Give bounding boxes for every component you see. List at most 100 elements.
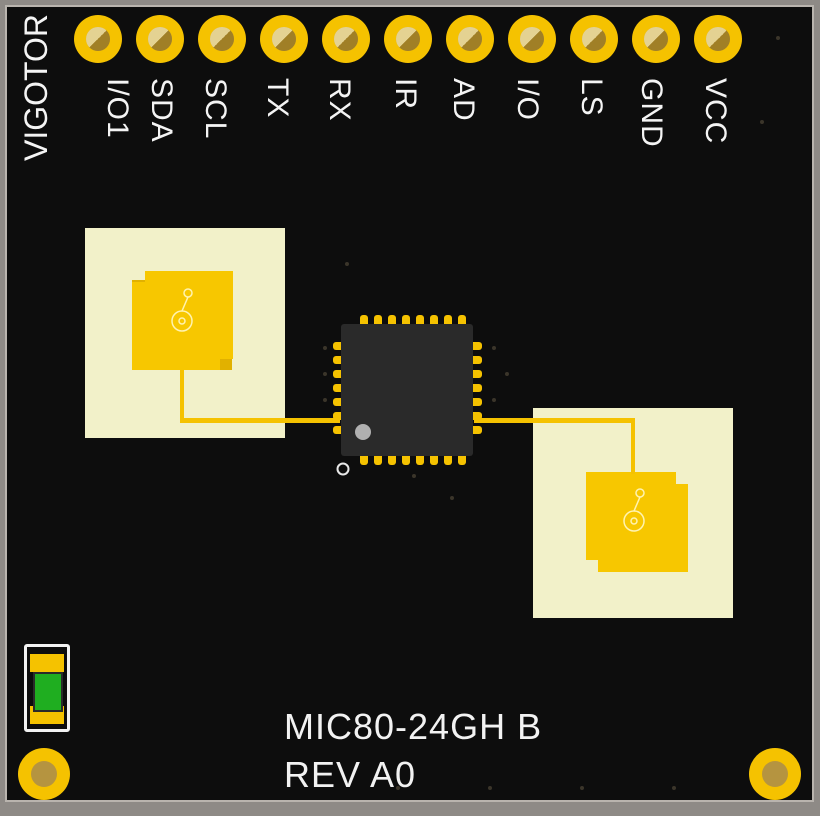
chip-pad bbox=[470, 370, 482, 378]
via bbox=[492, 398, 496, 402]
logo-text: VIGOTOR bbox=[18, 14, 54, 161]
via bbox=[505, 372, 509, 376]
chip-pad bbox=[416, 453, 424, 465]
pin-label: IR bbox=[389, 78, 422, 110]
via bbox=[450, 496, 454, 500]
pin-hole-icon bbox=[520, 27, 544, 51]
revision-label: REV A0 bbox=[284, 754, 417, 795]
via bbox=[323, 372, 327, 376]
header-pin-gnd bbox=[632, 15, 680, 63]
via bbox=[412, 474, 416, 478]
pin-hole-icon bbox=[644, 27, 668, 51]
pin-label: SDA bbox=[145, 78, 178, 143]
pin-hole-icon bbox=[706, 27, 730, 51]
pin-label: I/O1 bbox=[101, 78, 134, 139]
rf-trace bbox=[180, 418, 340, 423]
chip-pad bbox=[458, 453, 466, 465]
pin-label: SCL bbox=[199, 78, 232, 140]
chip-pad bbox=[333, 384, 345, 392]
via bbox=[488, 786, 492, 790]
via bbox=[396, 786, 400, 790]
via bbox=[776, 36, 780, 40]
pin-label: VCC bbox=[699, 78, 732, 145]
antenna-patch-left-front bbox=[132, 282, 220, 370]
chip-pad bbox=[470, 426, 482, 434]
chip-pad bbox=[470, 412, 482, 420]
led-outline bbox=[24, 644, 70, 732]
rf-trace bbox=[474, 418, 634, 423]
via bbox=[323, 398, 327, 402]
rf-trace bbox=[631, 418, 635, 474]
via bbox=[345, 262, 349, 266]
chip-pad bbox=[444, 315, 452, 327]
pin-label: LS bbox=[575, 78, 608, 117]
feed-point-icon bbox=[623, 488, 645, 532]
pin-label: AD bbox=[447, 78, 480, 122]
pin-hole-icon bbox=[582, 27, 606, 51]
led-pad bbox=[30, 654, 64, 672]
header-pin-tx bbox=[260, 15, 308, 63]
chip-pad bbox=[470, 384, 482, 392]
pin-label: TX bbox=[261, 78, 294, 119]
mounting-hole-right bbox=[749, 748, 801, 800]
chip-pad bbox=[333, 356, 345, 364]
mounting-hole-left bbox=[18, 748, 70, 800]
pin-hole-icon bbox=[396, 27, 420, 51]
header-pin-scl bbox=[198, 15, 246, 63]
chip-pad bbox=[444, 453, 452, 465]
chip-pad bbox=[416, 315, 424, 327]
pin-hole-icon bbox=[458, 27, 482, 51]
pin-label: GND bbox=[635, 78, 668, 148]
chip-pad bbox=[402, 453, 410, 465]
antenna-patch-right-front bbox=[586, 472, 676, 560]
status-led bbox=[33, 672, 63, 712]
chip-pad bbox=[360, 453, 368, 465]
chip-pad bbox=[333, 342, 345, 350]
brand-logo: VIGOTOR bbox=[18, 14, 54, 264]
via bbox=[580, 786, 584, 790]
chip-pad bbox=[333, 370, 345, 378]
chip-pad bbox=[333, 426, 345, 434]
pin-label: I/O bbox=[511, 78, 544, 122]
pin-hole-icon bbox=[148, 27, 172, 51]
chip-pad bbox=[374, 315, 382, 327]
hole-icon bbox=[762, 761, 788, 787]
chip-pad bbox=[374, 453, 382, 465]
header-pin-rx bbox=[322, 15, 370, 63]
pin-hole-icon bbox=[334, 27, 358, 51]
pin1-ring-icon bbox=[336, 462, 350, 476]
chip-pad bbox=[470, 356, 482, 364]
chip-pad bbox=[470, 398, 482, 406]
pin-hole-icon bbox=[86, 27, 110, 51]
rf-trace bbox=[180, 370, 184, 422]
pin-hole-icon bbox=[272, 27, 296, 51]
feed-point-icon bbox=[171, 288, 193, 332]
chip-pad bbox=[430, 453, 438, 465]
chip-pad bbox=[402, 315, 410, 327]
header-pin-sda bbox=[136, 15, 184, 63]
chip-pad bbox=[333, 398, 345, 406]
header-pin-io bbox=[508, 15, 556, 63]
header-pin-ad bbox=[446, 15, 494, 63]
pin-label: RX bbox=[323, 78, 356, 122]
chip-pad bbox=[388, 315, 396, 327]
via bbox=[672, 786, 676, 790]
radar-chip bbox=[341, 324, 473, 456]
pin-hole-icon bbox=[210, 27, 234, 51]
chip-pad bbox=[470, 342, 482, 350]
header-pin-ir bbox=[384, 15, 432, 63]
header-pin-vcc bbox=[694, 15, 742, 63]
via bbox=[760, 120, 764, 124]
chip-pad bbox=[458, 315, 466, 327]
hole-icon bbox=[31, 761, 57, 787]
chip-pad bbox=[333, 412, 345, 420]
chip-pad bbox=[360, 315, 368, 327]
model-label: MIC80-24GH B bbox=[284, 706, 543, 747]
via bbox=[323, 346, 327, 350]
header-pin-io1 bbox=[74, 15, 122, 63]
pin1-marker-icon bbox=[355, 424, 371, 440]
via bbox=[492, 346, 496, 350]
header-pin-ls bbox=[570, 15, 618, 63]
chip-pad bbox=[388, 453, 396, 465]
chip-pad bbox=[430, 315, 438, 327]
